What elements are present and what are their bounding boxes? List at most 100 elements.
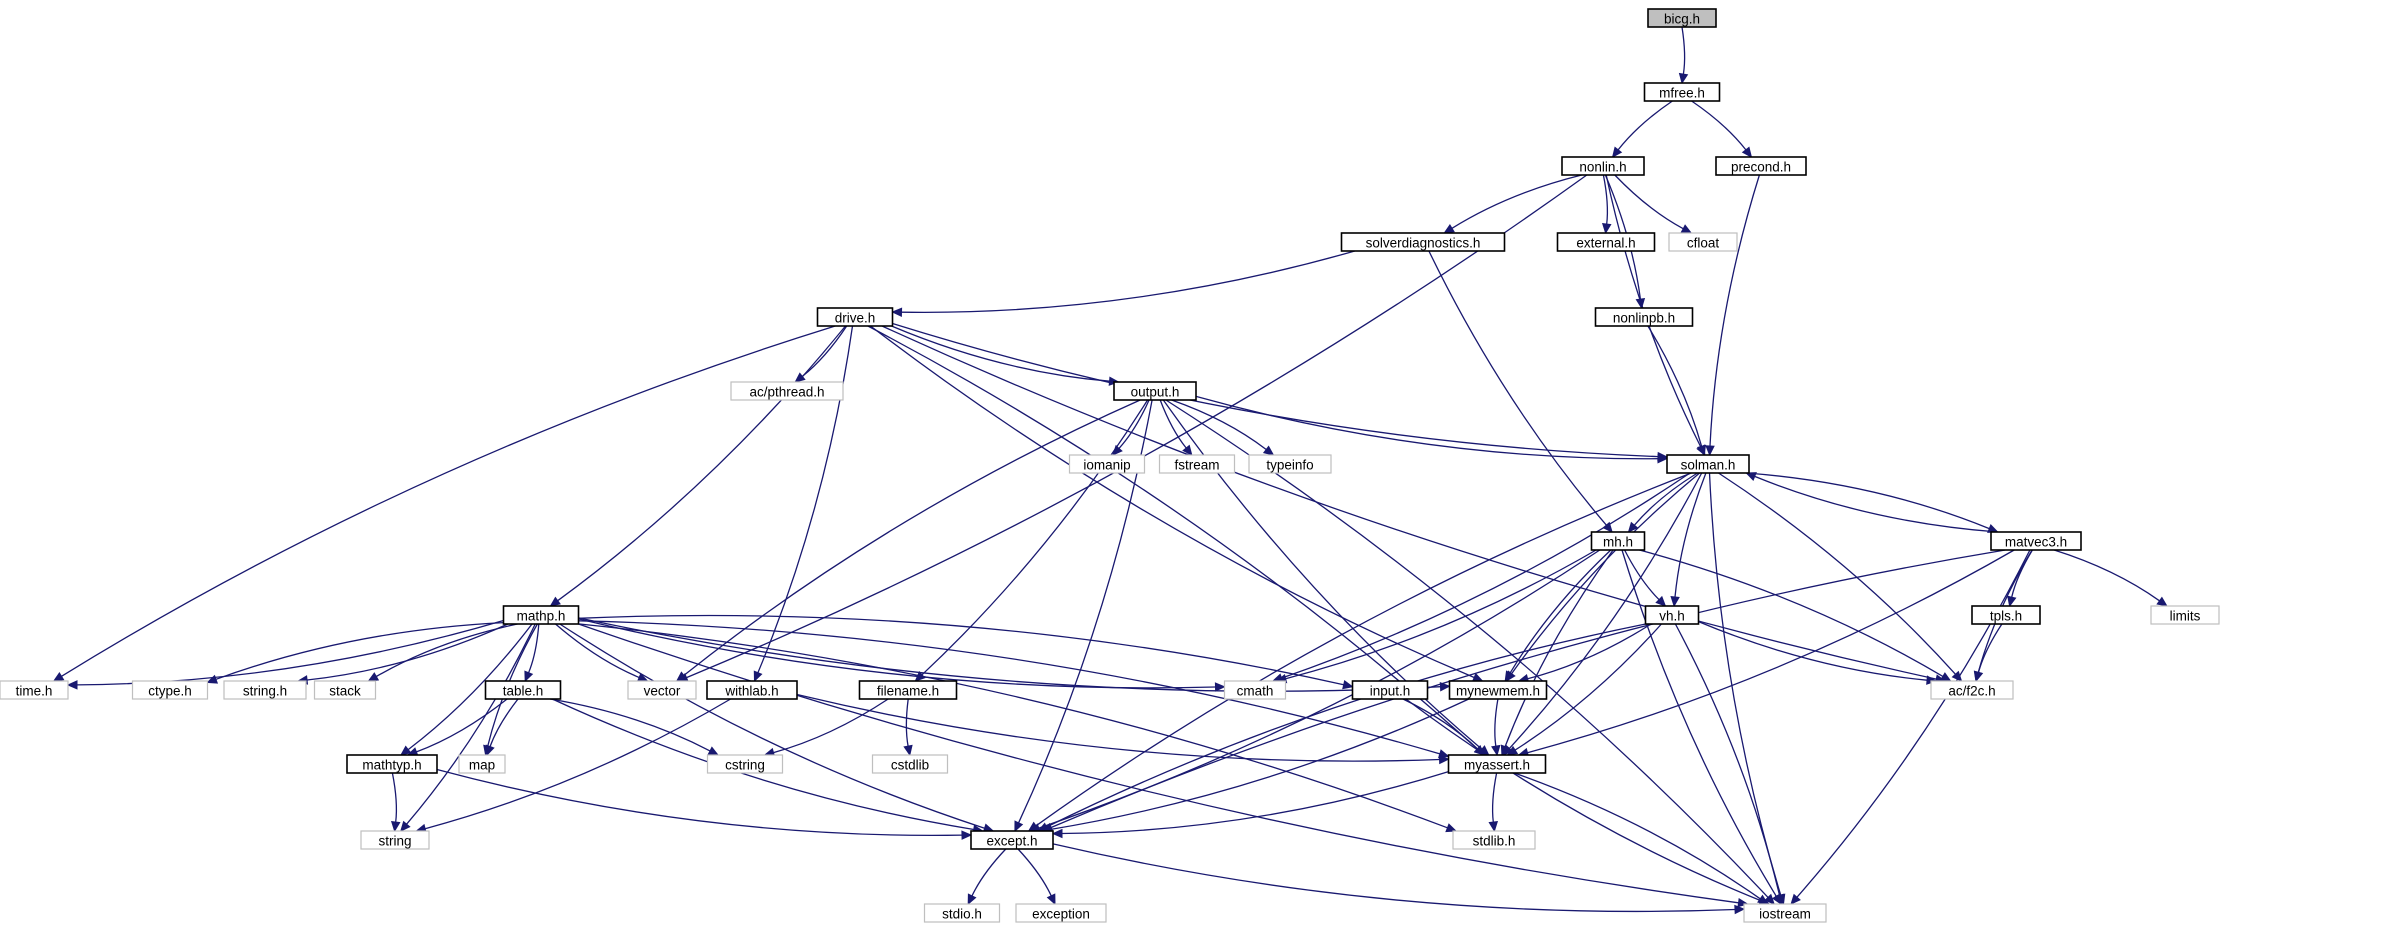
arrowhead-precond-to-solman — [1705, 445, 1715, 457]
arrowhead-output-to-except — [1014, 820, 1024, 833]
node-box — [816, 307, 894, 327]
node-box — [1556, 232, 1656, 252]
node-tpls[interactable]: tpls.h — [1971, 605, 2041, 625]
node-box — [502, 605, 580, 625]
node-solverdiag[interactable]: solverdiagnostics.h — [1340, 232, 1506, 252]
node-label: withlab.h — [724, 684, 778, 699]
edge-mathp-to-ctype — [215, 621, 504, 680]
node-vh[interactable]: vh.h — [1644, 605, 1700, 625]
edge-vh-to-acf2c — [1698, 621, 1928, 681]
node-label: cstring — [725, 758, 765, 773]
node-label: stdlib.h — [1473, 834, 1516, 849]
node-label: typeinfo — [1266, 458, 1313, 473]
node-label: ctype.h — [148, 684, 192, 699]
edge-mh-to-myassert — [1504, 549, 1614, 747]
node-box — [1647, 8, 1717, 28]
dependency-edges — [52, 26, 2168, 915]
node-box — [1930, 680, 2014, 700]
node-box — [131, 680, 209, 700]
node-label: mynewmem.h — [1456, 684, 1540, 699]
node-box — [1971, 605, 2041, 625]
edge-myassert-to-except — [1061, 770, 1449, 835]
node-box — [484, 680, 562, 700]
node-box — [1990, 531, 2082, 551]
node-label: precond.h — [1731, 160, 1791, 175]
node-box — [1561, 156, 1645, 176]
edge-mfree-to-nonlin — [1617, 100, 1673, 151]
node-except[interactable]: except.h — [970, 830, 1054, 850]
edge-solman-to-vh — [1674, 472, 1707, 598]
node-box — [1644, 605, 1700, 625]
arrowhead-myassert-to-stdlib — [1488, 821, 1499, 833]
arrowhead-filename-to-cstdlib — [903, 744, 913, 757]
node-filename[interactable]: filename.h — [858, 680, 958, 700]
node-solman[interactable]: solman.h — [1666, 454, 1750, 474]
edge-matvec3-to-solman — [1754, 475, 1998, 533]
edge-precond-to-solman — [1709, 174, 1761, 447]
node-label: matvec3.h — [2005, 535, 2067, 550]
node-label: iostream — [1759, 907, 1811, 922]
node-mathtyp[interactable]: mathtyp.h — [346, 754, 438, 774]
node-box — [627, 680, 697, 700]
node-label: string.h — [243, 684, 287, 699]
node-mynewmem[interactable]: mynewmem.h — [1448, 680, 1548, 700]
node-label: fstream — [1174, 458, 1219, 473]
node-box — [1113, 381, 1197, 401]
node-tableh[interactable]: table.h — [484, 680, 562, 700]
node-box — [1643, 82, 1721, 102]
node-label: mfree.h — [1659, 86, 1705, 101]
node-label: mathtyp.h — [362, 758, 421, 773]
node-nonlinpb[interactable]: nonlinpb.h — [1594, 307, 1694, 327]
arrowhead-mynewmem-to-myassert — [1491, 744, 1501, 757]
node-box — [1223, 680, 1287, 700]
edge-output-to-myassert — [1162, 399, 1483, 750]
edge-vh-to-myassert — [1514, 623, 1662, 751]
node-inputh[interactable]: input.h — [1351, 680, 1429, 700]
edge-myassert-to-iostream — [1514, 772, 1761, 900]
node-cfloat: cfloat — [1668, 232, 1738, 252]
node-external[interactable]: external.h — [1556, 232, 1656, 252]
node-mfree[interactable]: mfree.h — [1643, 82, 1721, 102]
arrowhead-drive-to-withlab — [753, 670, 763, 683]
edge-tableh-to-cstring — [549, 698, 711, 752]
node-nonlin[interactable]: nonlin.h — [1561, 156, 1645, 176]
node-exception: exception — [1015, 903, 1107, 923]
arrowhead-mathtyp-to-string — [390, 821, 401, 833]
arrowhead-matvec3-to-tpls — [2007, 595, 2017, 608]
node-acf2c: ac/f2c.h — [1930, 680, 2014, 700]
node-box — [1452, 830, 1536, 850]
node-box — [1666, 454, 1750, 474]
node-label: output.h — [1131, 385, 1180, 400]
node-box — [1715, 156, 1807, 176]
node-stringh: string.h — [223, 680, 307, 700]
node-mh[interactable]: mh.h — [1590, 531, 1646, 551]
arrowhead-output-to-typeinfo — [1262, 445, 1275, 456]
edge-output-to-iomanip — [1118, 399, 1150, 449]
arrowhead-myassert-to-iostream — [1757, 894, 1769, 905]
edge-mathtyp-to-except — [436, 768, 963, 836]
arrowhead-tpls-to-acf2c — [1973, 670, 1984, 683]
arrowhead-nonlin-to-external — [1601, 223, 1612, 235]
node-output[interactable]: output.h — [1113, 381, 1197, 401]
arrowhead-mh-to-vh — [1655, 595, 1667, 607]
edge-drive-to-output — [891, 325, 1110, 382]
node-ctype: ctype.h — [131, 680, 209, 700]
arrowhead-myassert-to-except — [1051, 828, 1063, 839]
arrowhead-mathp-to-inputh — [1342, 679, 1354, 690]
edge-mathp-to-mathtyp — [407, 623, 533, 751]
edge-tableh-to-except — [552, 698, 974, 831]
node-myassert[interactable]: myassert.h — [1447, 754, 1547, 774]
node-mathp[interactable]: mathp.h — [502, 605, 580, 625]
node-drive[interactable]: drive.h — [816, 307, 894, 327]
node-label: table.h — [503, 684, 544, 699]
edge-output-to-iostream — [1165, 399, 1769, 898]
node-bicg[interactable]: bicg.h — [1647, 8, 1717, 28]
node-box — [1248, 454, 1332, 474]
node-precond[interactable]: precond.h — [1715, 156, 1807, 176]
node-box — [1015, 903, 1107, 923]
node-label: vh.h — [1659, 609, 1685, 624]
node-box — [1594, 307, 1694, 327]
node-label: iomanip — [1083, 458, 1130, 473]
node-matvec3[interactable]: matvec3.h — [1990, 531, 2082, 551]
node-withlab[interactable]: withlab.h — [706, 680, 798, 700]
